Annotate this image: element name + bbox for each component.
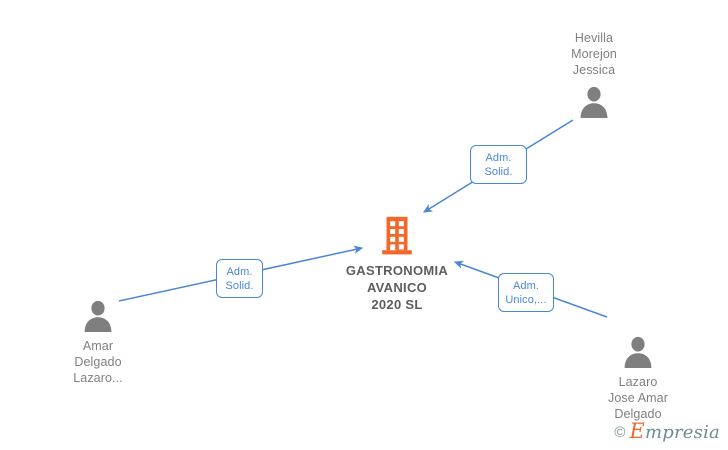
person-name-label: Hevilla Morejon Jessica <box>571 31 617 77</box>
brand-initial: E <box>629 419 646 443</box>
brand-rest: mpresia <box>645 422 720 443</box>
relation-badge-amar-delgado[interactable]: Adm. Solid. <box>216 259 263 298</box>
person-name-label: Lazaro Jose Amar Delgado <box>608 375 668 421</box>
person-node-lazaro-jose-amar-delgado[interactable]: Lazaro Jose Amar Delgado <box>568 334 708 422</box>
watermark-empresia: © Empresia <box>614 419 720 443</box>
person-icon <box>81 298 115 332</box>
copyright-icon: © <box>614 423 626 441</box>
company-name-label: GASTRONOMIA AVANICO 2020 SL <box>345 263 449 312</box>
relation-badge-lazaro-jose[interactable]: Adm. Unico,... <box>498 273 554 312</box>
person-icon <box>621 334 655 368</box>
person-name-label: Amar Delgado Lazaro... <box>73 339 123 385</box>
building-icon <box>380 216 414 256</box>
person-node-hevilla-morejon-jessica[interactable]: Hevilla Morejon Jessica <box>524 30 664 118</box>
company-node[interactable]: GASTRONOMIA AVANICO 2020 SL <box>327 216 467 313</box>
person-icon <box>577 84 611 118</box>
person-node-amar-delgado-lazaro[interactable]: Amar Delgado Lazaro... <box>28 298 168 386</box>
brand-wordmark: Empresia <box>629 419 720 443</box>
relation-badge-hevilla[interactable]: Adm. Solid. <box>470 145 527 184</box>
